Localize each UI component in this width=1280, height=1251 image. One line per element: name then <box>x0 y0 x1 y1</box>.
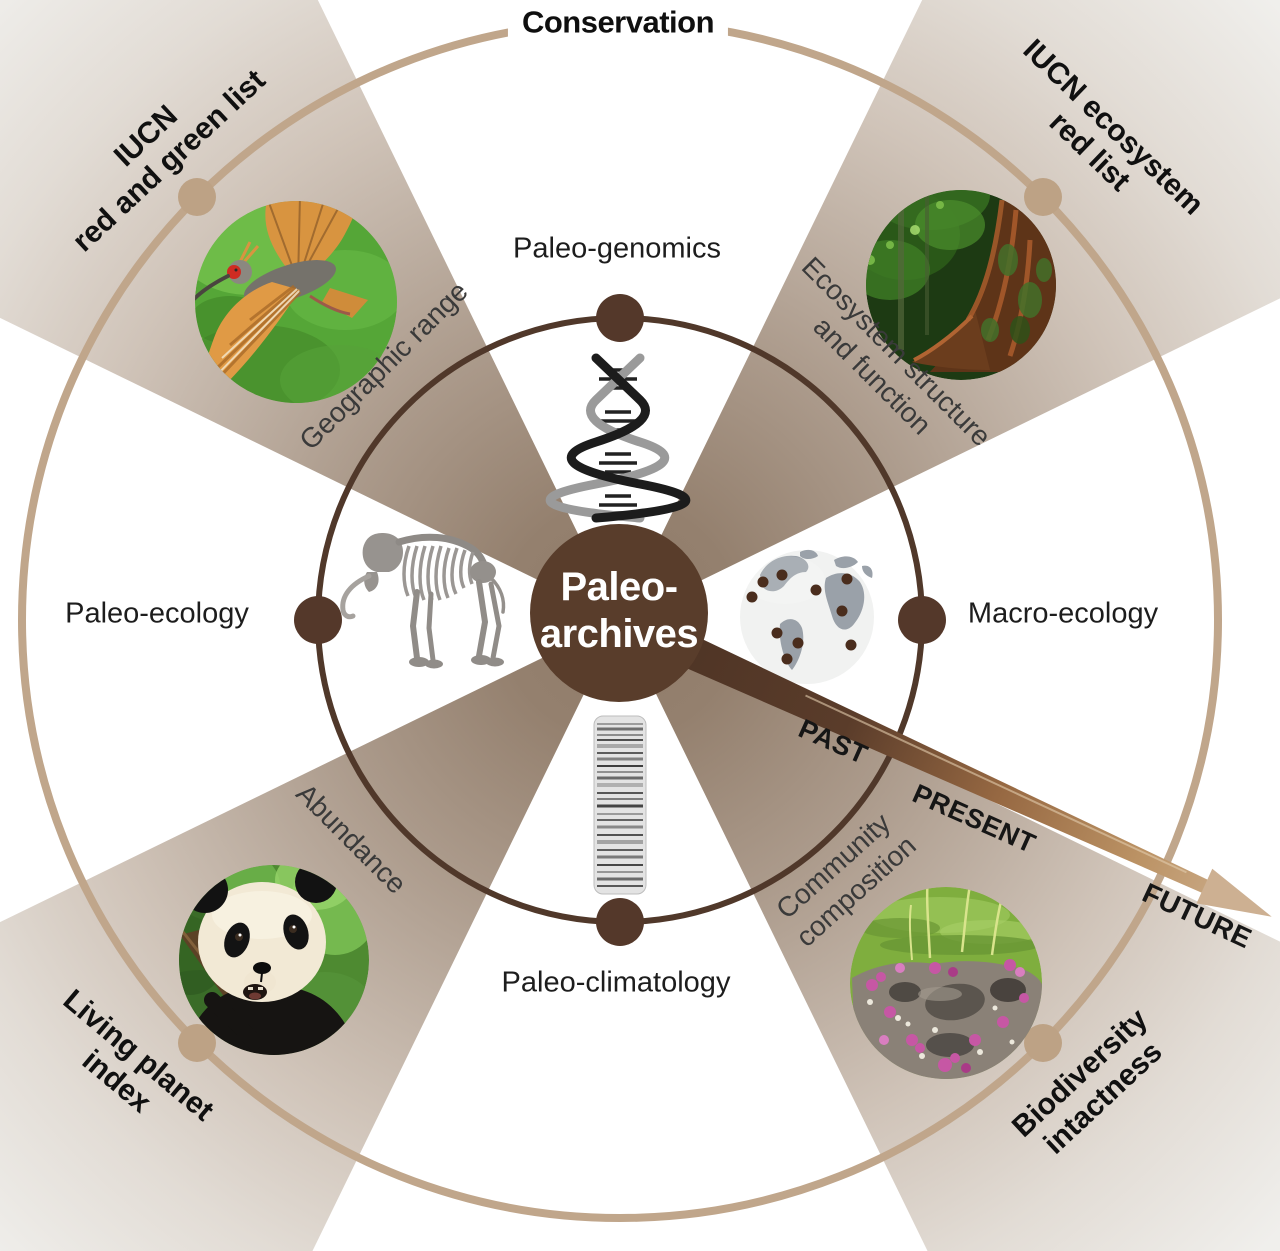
conservation-title: Conservation <box>507 2 729 42</box>
giant-panda-photo <box>179 865 369 1055</box>
label-paleo-genomics: Paleo-genomics <box>513 232 721 265</box>
hub-label-line: Paleo- <box>560 564 678 609</box>
outer-ring-node <box>1024 178 1062 216</box>
dna-helix-icon <box>545 353 691 523</box>
inner-ring-node <box>294 596 342 644</box>
arrow-head <box>1196 868 1272 917</box>
inner-ring-node <box>596 898 644 946</box>
outer-ring-node <box>178 178 216 216</box>
inner-ring-node <box>898 596 946 644</box>
label-macro-ecology: Macro-ecology <box>967 597 1159 630</box>
timeline-arrow <box>658 625 1272 917</box>
label-paleo-climatology: Paleo-climatology <box>501 966 731 999</box>
mammoth-skeleton-icon <box>340 532 506 669</box>
outer-ring-nodes <box>178 178 1062 1062</box>
label-paleo-ecology: Paleo-ecology <box>65 597 249 630</box>
inner-ring-node <box>596 294 644 342</box>
inner-ring-nodes <box>294 294 946 946</box>
paleo-archives-hub <box>530 524 708 702</box>
outer-ring-node <box>178 1024 216 1062</box>
globe-sampling-sites-icon <box>740 549 874 684</box>
outer-ring-node <box>1024 1024 1062 1062</box>
tundra-wildflowers-photo <box>850 887 1042 1079</box>
hub-label-line: archives <box>539 612 699 656</box>
sediment-core-icon <box>593 715 647 895</box>
hub-label: Paleo- archives <box>539 564 699 658</box>
